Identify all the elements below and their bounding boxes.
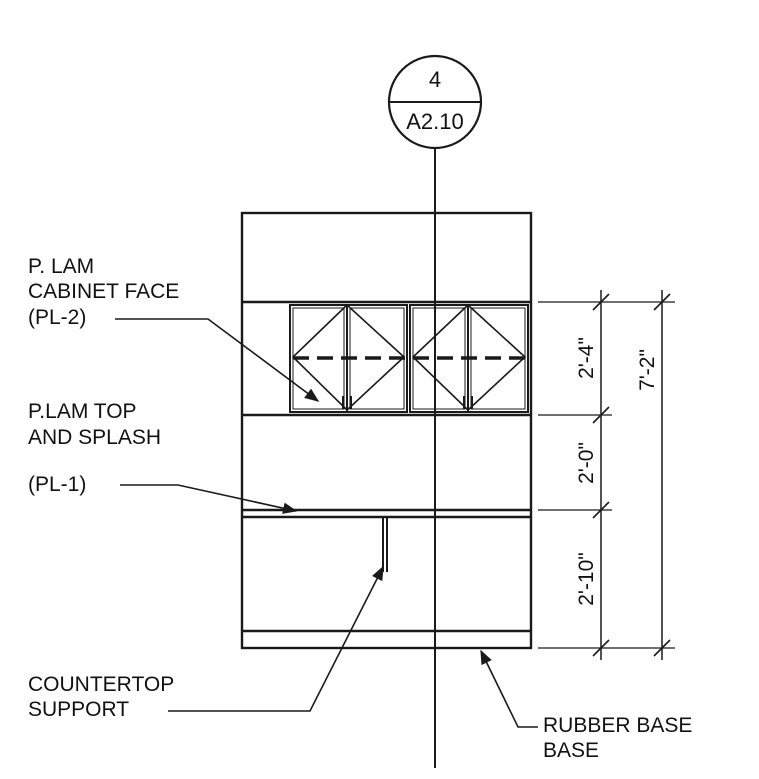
- dimension-lines: 2'-4" 2'-0" 2'-10" 7'-2": [538, 290, 675, 660]
- cabinet-elevation: [240, 211, 533, 650]
- dim-base-cabinet: 2'-10": [575, 552, 598, 606]
- leader-lines: [115, 318, 538, 728]
- leader-cabinet-face: [115, 318, 320, 402]
- leader-rubber-base: [480, 649, 538, 728]
- dim-backsplash: 2'-0": [575, 442, 598, 484]
- dim-upper-cabinet: 2'-4": [575, 337, 598, 379]
- section-sheet-ref: A2.10: [406, 109, 464, 134]
- label-cabinet-face-line2: CABINET FACE: [28, 280, 179, 303]
- section-marker: 4 A2.10: [387, 54, 483, 150]
- label-top-splash-line2: AND SPLASH: [28, 426, 161, 449]
- section-number: 4: [429, 67, 441, 92]
- upper-cabinet-doors: [289, 304, 529, 413]
- annotations: P. LAM CABINET FACE (PL-2) P.LAM TOP AND…: [28, 255, 692, 762]
- elevation-outline: [240, 211, 533, 650]
- label-countertop-support-line2: SUPPORT: [28, 698, 129, 721]
- leader-top-and-splash: [120, 484, 298, 514]
- label-rubber-base-line2: BASE: [543, 739, 599, 762]
- label-top-splash-line3: (PL-1): [28, 473, 86, 496]
- label-cabinet-face-line3: (PL-2): [28, 306, 86, 329]
- dim-overall-height: 7'-2": [636, 349, 659, 391]
- label-cabinet-face-line1: P. LAM: [28, 255, 94, 278]
- label-rubber-base-line1: RUBBER BASE: [543, 714, 692, 737]
- label-top-splash-line1: P.LAM TOP: [28, 400, 137, 423]
- countertop-support-bracket: [382, 517, 388, 572]
- label-countertop-support-line1: COUNTERTOP: [28, 673, 174, 696]
- leader-countertop-support: [168, 565, 384, 712]
